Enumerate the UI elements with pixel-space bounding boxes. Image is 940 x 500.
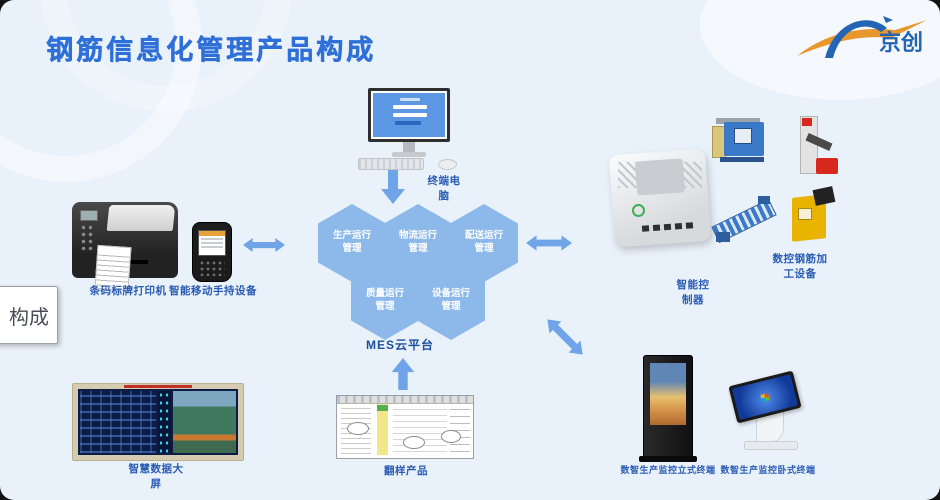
barcode-printer-image	[72, 202, 178, 292]
controller-image	[608, 148, 712, 248]
software-callout	[403, 436, 425, 449]
monitor-base	[392, 152, 426, 157]
data-screen-label: 智慧数据大屏	[128, 463, 184, 490]
mes-platform-label: MES云平台	[365, 338, 434, 352]
jingchuang-logo: 京创	[795, 6, 935, 66]
lofting-product-label: 翻样产品	[384, 465, 428, 477]
smart-data-screen-image	[72, 383, 244, 461]
hexagon-equipment-management: 设备运行管理	[417, 262, 485, 340]
bending-machine-image	[712, 118, 766, 162]
arrow-up-icon	[390, 358, 416, 390]
horizontal-kiosk-screen	[728, 370, 802, 424]
software-side-rows	[450, 406, 470, 452]
hexagon-label: 质量运行管理	[365, 288, 404, 312]
hexagon-quality-management: 质量运行管理	[351, 262, 419, 340]
vertical-kiosk-image	[639, 355, 697, 462]
software-callout	[441, 430, 461, 443]
dashboard-right-panel	[172, 391, 236, 453]
screen-title-bar	[124, 385, 192, 388]
software-green-cell	[377, 405, 388, 411]
double-arrow-left-icon	[243, 234, 285, 256]
dashboard-left-panel	[80, 391, 156, 453]
controller-led	[632, 204, 645, 217]
hexagon-label: 配送运行管理	[464, 230, 503, 254]
yellow-machine-image	[788, 186, 836, 244]
cnc-equipment-label: 数控钢筋加工设备	[772, 253, 828, 280]
keyboard	[358, 158, 424, 170]
vertical-kiosk-base	[639, 456, 697, 462]
thumbnail-tooltip: 构成	[0, 286, 58, 344]
logo-text: 京创	[879, 30, 923, 55]
printer-top-cover	[106, 205, 176, 231]
conveyor-line-image	[710, 192, 777, 248]
page-title: 钢筋信息化管理产品构成	[46, 35, 376, 65]
arrow-down-icon	[380, 170, 406, 204]
software-callout	[347, 422, 369, 435]
printer-display	[80, 210, 98, 221]
hexagon-label: 生产运行管理	[332, 230, 371, 254]
double-arrow-right-icon	[526, 232, 572, 254]
terminal-pc-label: 终端电脑	[427, 175, 461, 202]
handheld-keypad	[199, 260, 225, 276]
handheld-screen	[198, 230, 226, 256]
hexagon-label: 设备运行管理	[431, 288, 470, 312]
software-highlight-column	[377, 404, 388, 455]
monitor	[368, 88, 450, 142]
barcode-printer-label: 条码标牌打印机	[89, 285, 167, 297]
controller-top-face	[634, 158, 686, 196]
printer-buttons	[80, 224, 94, 250]
lofting-software-image	[336, 395, 474, 459]
mouse	[438, 159, 457, 170]
login-form-graphic	[391, 98, 429, 132]
horizontal-kiosk-image	[726, 370, 810, 450]
red-machine-image	[792, 116, 838, 178]
hexagon-label: 物流运行管理	[398, 230, 437, 254]
vertical-kiosk-screen	[650, 363, 686, 425]
controller-label: 智能控制器	[676, 279, 710, 306]
kiosk-horizontal-label: 数智生产监控卧式终端	[720, 465, 816, 475]
dashboard-wall	[78, 389, 238, 455]
monitor-stand	[403, 142, 415, 154]
horizontal-kiosk-foot	[744, 441, 798, 450]
handheld-device-image	[192, 222, 232, 282]
handheld-label: 智能移动手持设备	[169, 285, 257, 297]
software-toolbar	[337, 396, 473, 404]
monitor-screen	[373, 93, 445, 137]
dashboard-middle-strip	[157, 391, 171, 453]
tooltip-label: 构成	[9, 306, 49, 329]
terminal-computer-image	[358, 88, 462, 170]
logo-arch-icon: 京创	[797, 16, 927, 58]
double-arrow-diagonal-icon	[540, 312, 591, 363]
kiosk-vertical-label: 数智生产监控立式终端	[620, 465, 716, 475]
